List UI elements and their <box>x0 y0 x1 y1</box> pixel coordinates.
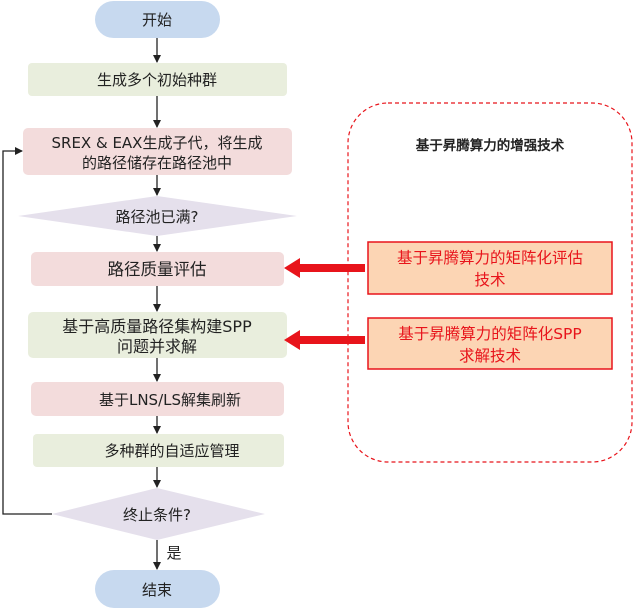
step2-box <box>23 128 292 175</box>
step1-box <box>28 63 287 96</box>
start-terminal <box>95 1 220 38</box>
step4-label-line2: 问题并求解 <box>117 337 197 356</box>
tech2-label-line2: 求解技术 <box>459 347 521 365</box>
step5-label: 基于LNS/LS解集刷新 <box>99 391 241 409</box>
end-terminal <box>95 570 220 608</box>
yes-label: 是 <box>166 544 181 562</box>
feedback-loop-arrow <box>2 147 52 515</box>
enhancement-panel <box>347 102 633 463</box>
step1-label: 生成多个初始种群 <box>97 71 217 89</box>
decision1-label: 路径池已满? <box>116 208 199 226</box>
decision2-label: 终止条件? <box>123 506 191 524</box>
tech2-arrow <box>284 330 365 350</box>
enhancement-title: 基于昇腾算力的增强技术 <box>416 137 565 154</box>
step2-label-line1: SREX & EAX生成子代，将生成 <box>52 134 263 152</box>
tech1-label-line2: 技术 <box>474 271 505 289</box>
step2-label-line2: 的路径储存在路径池中 <box>82 154 232 172</box>
decision1-diamond <box>18 196 297 236</box>
start-label: 开始 <box>142 11 172 29</box>
connectors <box>2 38 161 570</box>
step4-label-line1: 基于高质量路径集构建SPP <box>62 317 252 336</box>
step5-box <box>31 382 284 416</box>
red-arrows <box>284 258 365 350</box>
tech2-label-line1: 基于昇腾算力的矩阵化SPP <box>398 324 582 343</box>
step3-label: 路径质量评估 <box>108 260 207 279</box>
tech1-box <box>367 241 613 295</box>
step6-box <box>33 434 284 467</box>
end-label: 结束 <box>142 581 172 599</box>
step4-box <box>28 312 287 358</box>
decision2-diamond <box>52 488 265 540</box>
step3-box <box>31 252 284 286</box>
step6-label: 多种群的自适应管理 <box>104 442 239 460</box>
tech1-label-line1: 基于昇腾算力的矩阵化评估 <box>397 248 583 267</box>
tech2-box <box>367 317 613 370</box>
tech1-arrow <box>284 258 365 278</box>
